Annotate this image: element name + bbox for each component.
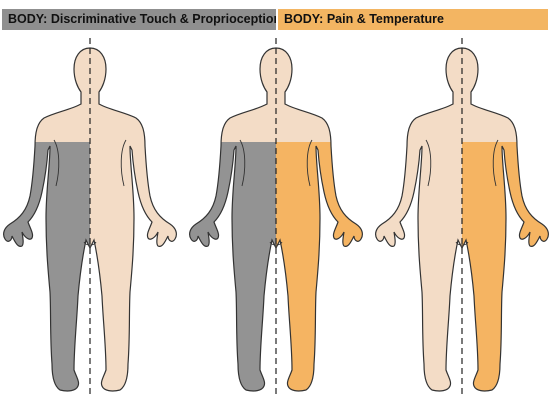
left-lower-region	[189, 142, 276, 391]
figure-both	[189, 38, 363, 395]
right-lower-region	[276, 142, 363, 391]
header-pain-temperature: BODY: Pain & Temperature	[278, 9, 548, 30]
left-lower-region	[3, 142, 90, 391]
figure-pain-only	[375, 38, 549, 395]
left-lower-region	[375, 142, 462, 391]
figure-touch-only	[3, 38, 177, 395]
header-touch-proprioception: BODY: Discriminative Touch & Propriocept…	[2, 9, 276, 30]
right-lower-region	[462, 142, 549, 391]
right-lower-region	[90, 142, 177, 391]
